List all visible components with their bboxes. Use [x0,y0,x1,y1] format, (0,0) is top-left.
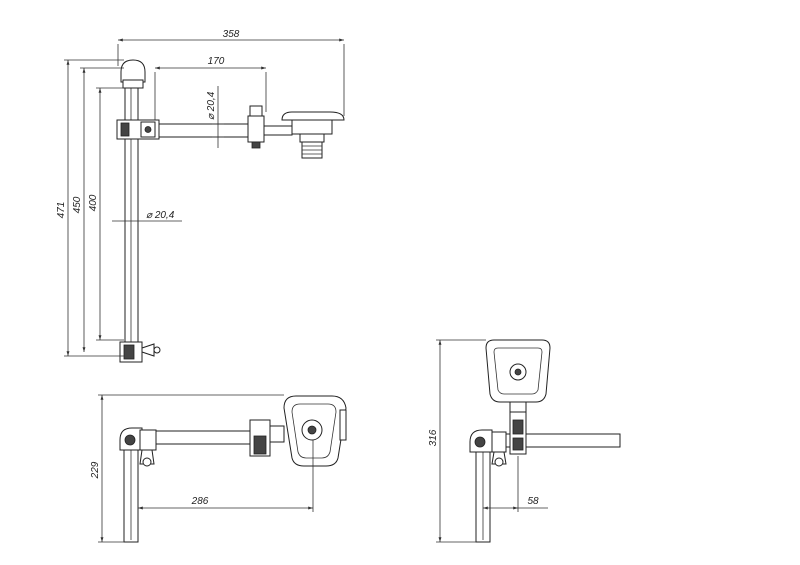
dim-170: 170 [154,56,267,120]
dim-arm-diameter: ⌀ 20,4 [206,86,224,148]
dim-229: 229 [90,394,284,543]
dim-471-label: 471 [56,202,67,219]
top-view-arm [155,430,251,445]
dim-316-label: 316 [428,429,439,446]
front-pole [124,74,139,356]
dim-pole-diameter-label: ⌀ 20,4 [146,210,175,221]
front-top-knob [120,59,146,83]
dim-450-label: 450 [72,196,83,213]
dim-58: 58 [483,456,548,512]
dim-400: 400 [88,87,124,341]
dim-170-label: 170 [208,56,225,67]
dim-316: 316 [428,339,486,543]
dim-arm-diameter-label: ⌀ 20,4 [206,91,217,120]
top-view-clamp [139,429,157,451]
dim-358: 358 [117,29,345,116]
front-seat-pad [281,111,345,121]
dim-58-label: 58 [527,496,539,507]
dim-pole-diameter: ⌀ 20,4 [112,210,182,222]
front-view [116,59,345,363]
top-view [119,395,347,543]
side-view-arm [505,433,621,448]
dim-471: 471 [56,59,124,357]
dim-358-label: 358 [223,29,240,40]
dim-450: 450 [72,67,124,352]
dim-286: 286 [138,440,314,512]
dim-229-label: 229 [90,461,101,479]
front-arm-extension [261,125,293,136]
front-arm-clamp [247,115,265,143]
side-view [469,339,621,543]
dim-286-label: 286 [191,496,209,507]
dim-400-label: 400 [88,194,99,211]
